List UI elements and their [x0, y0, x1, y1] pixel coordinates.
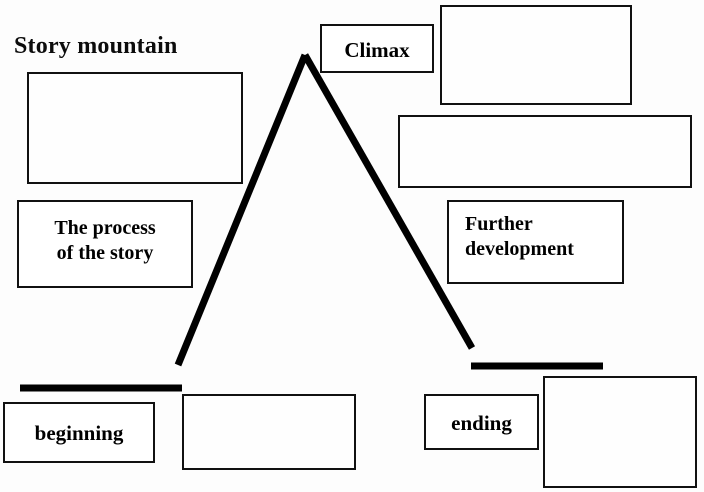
label-box-beginning[interactable]: beginning [3, 402, 155, 463]
label-box-climax[interactable]: Climax [320, 24, 434, 73]
blank-box-top-right[interactable] [440, 5, 632, 105]
label-process: The process of the story [54, 217, 156, 264]
label-beginning: beginning [34, 421, 124, 445]
label-further-development: Further development [465, 213, 574, 260]
label-box-process[interactable]: The process of the story [17, 200, 193, 288]
page-title: Story mountain [14, 33, 178, 59]
label-box-further-development[interactable]: Further development [447, 200, 624, 284]
label-climax: Climax [344, 38, 410, 62]
blank-box-wide-right[interactable] [398, 115, 692, 188]
blank-box-ending[interactable] [543, 376, 697, 488]
blank-box-beginning[interactable] [182, 394, 356, 470]
label-ending: ending [451, 411, 512, 435]
label-box-ending[interactable]: ending [424, 394, 539, 450]
blank-box-title-area[interactable] [27, 72, 243, 184]
